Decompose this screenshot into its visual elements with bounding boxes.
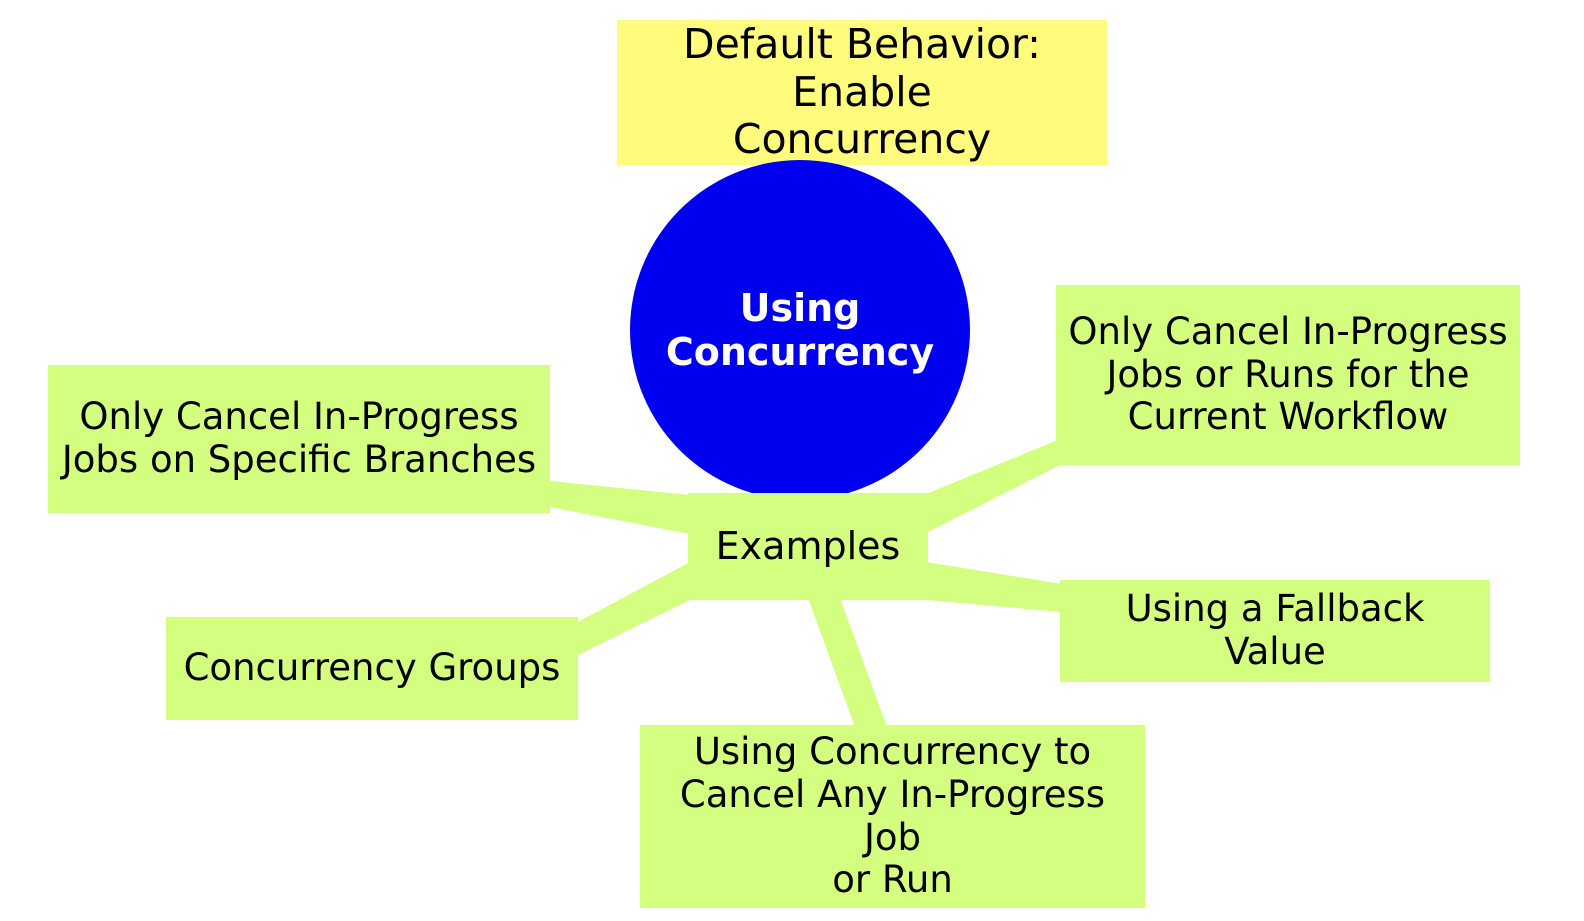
edge-examples-to-groups bbox=[578, 562, 690, 655]
edge-examples-to-any-job bbox=[808, 598, 887, 727]
node-default-behavior-enable-concurrency[interactable]: Default Behavior: Enable Concurrency bbox=[617, 20, 1107, 165]
node-using-concurrency-center[interactable]: Using Concurrency bbox=[630, 160, 970, 500]
node-using-concurrency-to-cancel-any-in-progress-job-or-run[interactable]: Using Concurrency to Cancel Any In-Progr… bbox=[640, 725, 1145, 908]
edge-examples-to-fallback bbox=[926, 562, 1062, 612]
node-concurrency-groups[interactable]: Concurrency Groups bbox=[166, 617, 578, 720]
node-using-a-fallback-value[interactable]: Using a Fallback Value bbox=[1060, 580, 1490, 682]
node-only-cancel-jobs-on-specific-branches[interactable]: Only Cancel In-Progress Jobs on Specific… bbox=[48, 365, 550, 513]
edge-examples-to-current-workflow bbox=[926, 440, 1058, 533]
edge-examples-to-branch-specific bbox=[550, 481, 690, 534]
node-only-cancel-jobs-or-runs-for-current-workflow[interactable]: Only Cancel In-Progress Jobs or Runs for… bbox=[1056, 285, 1520, 465]
node-examples[interactable]: Examples bbox=[688, 493, 928, 600]
